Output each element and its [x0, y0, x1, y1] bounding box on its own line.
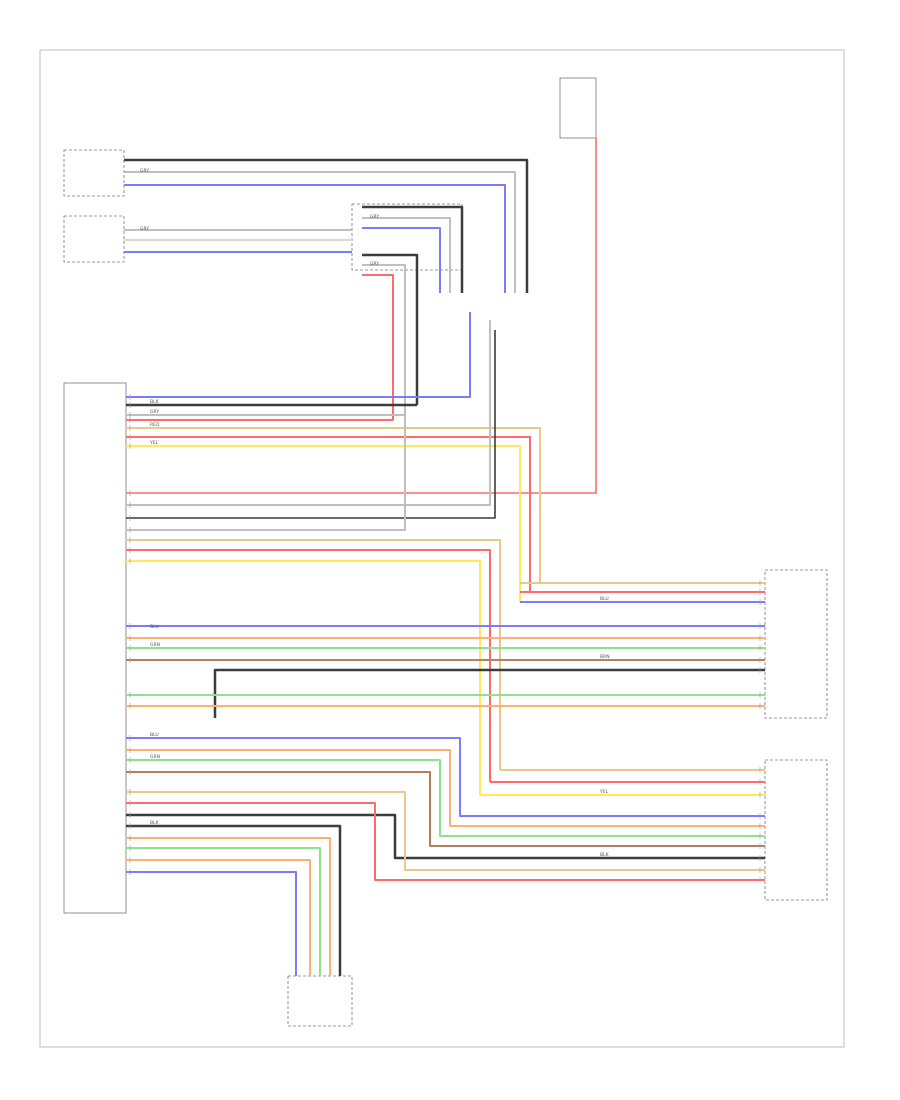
wire-red-module-2: [126, 436, 531, 592]
wire-label: BLU: [150, 732, 159, 738]
wire-blk-splice: [362, 205, 464, 293]
wire-label: GRN: [150, 642, 160, 648]
wire-label: BLK: [600, 852, 610, 858]
wire-label: GRN: [150, 754, 160, 760]
wire-brn-rm2: [126, 771, 765, 847]
left-module: [63, 382, 127, 914]
wire-orn-bottom: [126, 837, 331, 976]
wire-label: GRY: [140, 226, 149, 232]
wire-orn-rm2: [126, 749, 765, 827]
splice-block: [351, 203, 463, 271]
wire-label: GRY: [370, 214, 379, 220]
horn-switch: [63, 149, 125, 197]
wire-blk-rm2: [126, 813, 765, 860]
wire-label: YEL: [599, 789, 609, 795]
wire-label: BLU: [600, 596, 609, 602]
wire-blu-splice: [362, 227, 441, 293]
wire-red-fuse: [126, 138, 597, 494]
fuse-box: [559, 77, 597, 139]
wire-blk-splice-down: [362, 253, 419, 405]
wire-blu-bottom: [126, 871, 297, 976]
wire-gry-splice-down: [362, 264, 406, 415]
wire-label: GRY: [370, 261, 379, 267]
wire-label: BRN: [600, 654, 610, 660]
wire-blu-rm2: [126, 737, 765, 817]
wire-gry-module-3: [126, 415, 406, 531]
wire-red-splice-down: [362, 274, 394, 420]
wire-blk-horn: [124, 158, 529, 293]
wire-label: BLK: [150, 820, 160, 826]
wire-label: BLK: [150, 399, 160, 405]
wire-gry-horn: [124, 171, 516, 293]
wire-gry-splice: [362, 217, 451, 293]
right-module-2: [764, 759, 828, 901]
wire-orn-bottom-2: [126, 859, 311, 976]
wire-blk-rm1: [213, 668, 765, 718]
wire-red-rm2-2: [126, 802, 765, 881]
wire-grn-rm2: [126, 759, 765, 837]
wire-blu-module: [126, 312, 471, 398]
wire-blu-horn: [124, 184, 506, 293]
wire-label: RED: [150, 422, 160, 428]
wire-gry-module-2: [126, 320, 491, 506]
wire-tan-module-2: [126, 539, 501, 770]
wire-tan-module: [126, 427, 541, 583]
wire-tan-rm2-2: [126, 791, 765, 871]
wire-yel-module-2: [126, 560, 481, 795]
right-module-1: [764, 569, 828, 719]
wire-grn-bottom: [126, 847, 321, 976]
wire-blk-module-2: [126, 330, 496, 519]
wire-label: GRY: [140, 168, 149, 174]
wire-label: GRY: [150, 409, 159, 415]
bottom-connector: [287, 975, 353, 1027]
horn-lower: [63, 215, 125, 263]
wire-red-module-3: [126, 549, 491, 782]
wire-yel-module: [126, 445, 521, 602]
wire-label: BLU: [150, 624, 159, 630]
wire-blk-bottom: [126, 824, 342, 976]
wire-label: YEL: [149, 440, 159, 446]
diagram-frame: [39, 49, 845, 1048]
